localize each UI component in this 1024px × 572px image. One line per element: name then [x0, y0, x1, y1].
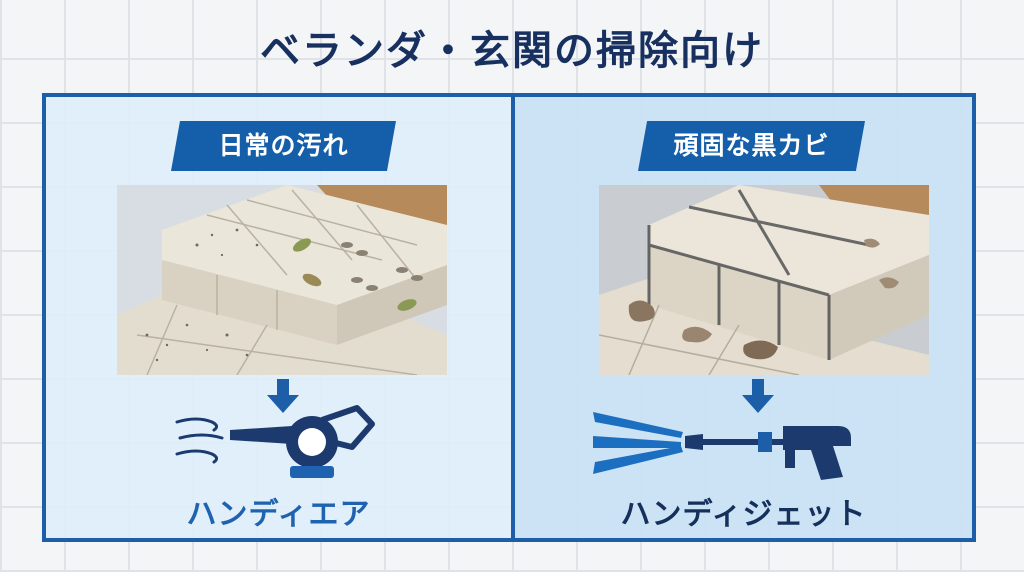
panel-stubborn-mold: 頑固な黒カビ	[515, 97, 972, 538]
panel-badge-stubborn-mold: 頑固な黒カビ	[638, 121, 865, 171]
panel-badge-daily-dirt: 日常の汚れ	[171, 121, 396, 171]
pressure-washer-icon	[593, 412, 851, 480]
blower-icon	[175, 405, 375, 478]
arrow-down-icon	[742, 379, 774, 413]
arrow-down-icon	[267, 379, 299, 413]
tool-label-handy-air: ハンディエア	[186, 497, 371, 532]
comparison-frame: 日常の汚れ	[42, 93, 976, 542]
moldy-tile-steps-illustration	[599, 185, 929, 375]
page-title: ベランダ・玄関の掃除向け	[260, 28, 764, 74]
tool-label-handy-jet: ハンディジェット	[620, 497, 867, 532]
panel-daily-dirt: 日常の汚れ	[46, 97, 515, 538]
dirty-tile-steps-illustration	[117, 185, 447, 375]
